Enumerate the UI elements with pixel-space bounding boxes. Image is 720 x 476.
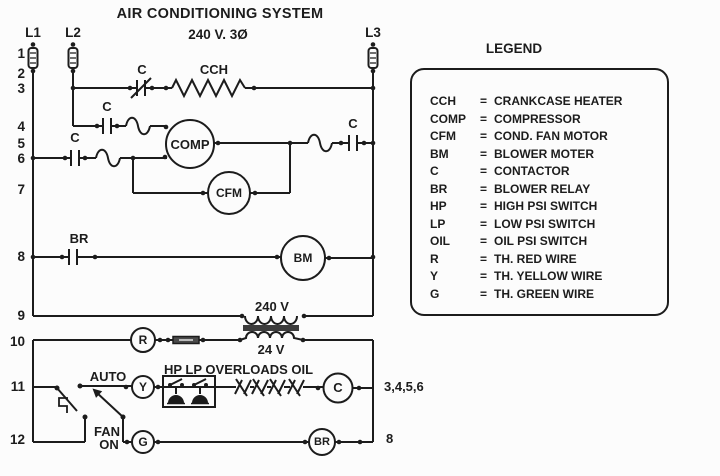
row-number-4: 4 — [17, 119, 25, 134]
pressure-switch-box — [162, 375, 216, 408]
r-terminal-label: R — [138, 333, 148, 347]
row-number-12: 12 — [9, 432, 25, 447]
thermostat-switch-icon — [56, 387, 78, 413]
heater-label-cch: CCH — [199, 62, 229, 77]
row-number-7: 7 — [17, 182, 25, 197]
fuse-l3-icon — [367, 42, 379, 74]
oil-nc-contact-icon — [287, 378, 305, 397]
legend-item: OIL=OIL PSI SWITCH — [430, 234, 588, 248]
g-terminal-label: G — [138, 435, 148, 449]
line-3-crankcase-heater — [73, 77, 373, 99]
safety-switch-row-label: HP LP OVERLOADS OIL — [164, 362, 314, 377]
contact-label-c-row3: C — [137, 62, 147, 77]
legend-item: CCH=CRANKCASE HEATER — [430, 94, 623, 108]
legend-item: BM=BLOWER MOTER — [430, 146, 594, 161]
contactor-coil-circle — [322, 372, 354, 404]
contact-label-c-row6: C — [70, 130, 80, 145]
junction-dots — [30, 85, 376, 445]
row-number-11: 11 — [10, 379, 25, 394]
no-contact-c-icon — [102, 118, 112, 134]
fan-switch-auto-label: AUTO — [89, 369, 127, 384]
no-contact-br-icon — [68, 249, 78, 265]
control-fuse-icon — [172, 335, 200, 345]
row-number-10: 10 — [9, 334, 25, 349]
rail-label-l1: L1 — [25, 25, 41, 40]
row-number-8: 8 — [17, 249, 25, 264]
line-12-fan-control — [123, 428, 373, 456]
legend-item: CFM=COND. FAN MOTOR — [430, 129, 608, 143]
transformer-icon — [33, 315, 373, 341]
rail-label-l3: L3 — [365, 25, 381, 40]
overload-nc-contact-icon — [234, 378, 252, 397]
transformer-secondary-coil — [239, 331, 304, 341]
blower-motor-label: BM — [293, 251, 313, 265]
resistor-cch-icon — [171, 77, 246, 99]
row-number-2: 2 — [17, 66, 25, 81]
contactor-coil-label: C — [333, 380, 343, 395]
overload-heater-icon — [307, 133, 333, 153]
contactor-lines-ref: 3,4,5,6 — [384, 379, 424, 394]
transformer-primary-coil — [244, 315, 298, 325]
hp-switch-icon — [167, 378, 185, 405]
no-contact-c-icon — [70, 150, 80, 166]
legend-item: LP=LOW PSI SWITCH — [430, 216, 596, 231]
legend-item: COMP=COMPRESSOR — [430, 111, 581, 126]
cond-fan-motor-label: CFM — [216, 186, 242, 200]
rail-label-l2: L2 — [65, 25, 81, 40]
fuse-l2-icon — [67, 42, 79, 74]
fan-switch-fan-label: FAN — [94, 424, 120, 439]
legend-item: HP=HIGH PSI SWITCH — [430, 199, 598, 213]
secondary-voltage-label: 24 V — [257, 342, 285, 357]
line-11-cooling-control — [33, 372, 373, 443]
overload-nc-contact-icon — [268, 378, 286, 397]
line-4-comp-feed — [73, 116, 167, 136]
legend-item: BR=BLOWER RELAY — [430, 181, 591, 196]
contact-label-c-row5: C — [348, 116, 358, 131]
line-10-red-wire — [33, 327, 373, 353]
transformer-core — [243, 325, 299, 331]
blower-relay-coil-label: BR — [314, 436, 330, 448]
nc-contact-c-icon — [130, 77, 152, 99]
legend-item: C=CONTACTOR — [430, 164, 570, 178]
row-number-3: 3 — [17, 81, 25, 96]
fuse-l1-icon — [27, 42, 39, 74]
diagram-title: AIR CONDITIONING SYSTEM — [116, 6, 324, 22]
legend-title: LEGEND — [485, 41, 543, 56]
blower-relay-line-ref: 8 — [386, 431, 394, 446]
contact-label-br: BR — [69, 231, 89, 246]
compressor-label: COMP — [170, 137, 210, 152]
overload-heater-icon — [125, 116, 151, 136]
line-8-blower-motor — [33, 235, 373, 281]
no-contact-c-icon — [348, 135, 358, 151]
overload-heater-icon — [95, 148, 121, 168]
row-number-1: 1 — [17, 46, 25, 61]
contact-label-c-row4: C — [102, 99, 112, 114]
legend-item: Y=TH. YELLOW WIRE — [430, 269, 603, 283]
fan-switch-on-label: ON — [99, 437, 119, 452]
overload-nc-contact-icon — [251, 378, 269, 397]
y-terminal-label: Y — [138, 380, 147, 394]
row-number-5: 5 — [17, 136, 25, 151]
lp-switch-icon — [191, 378, 209, 405]
legend-item: G=TH. GREEN WIRE — [430, 286, 595, 301]
primary-voltage-label: 240 V — [255, 299, 289, 314]
legend-list: CCH=CRANKCASE HEATER COMP=COMPRESSOR CFM… — [430, 93, 658, 303]
row-number-9: 9 — [17, 308, 25, 323]
line-6-cfm-feed — [33, 148, 208, 194]
row-number-6: 6 — [17, 151, 25, 166]
legend-box — [410, 68, 669, 316]
fan-selector-switch-icon — [92, 388, 124, 442]
legend-item: R=TH. RED WIRE — [430, 251, 577, 266]
diagram-voltage-subtitle: 240 V. 3Ø — [188, 27, 248, 42]
line-5-comp-return — [214, 133, 373, 153]
